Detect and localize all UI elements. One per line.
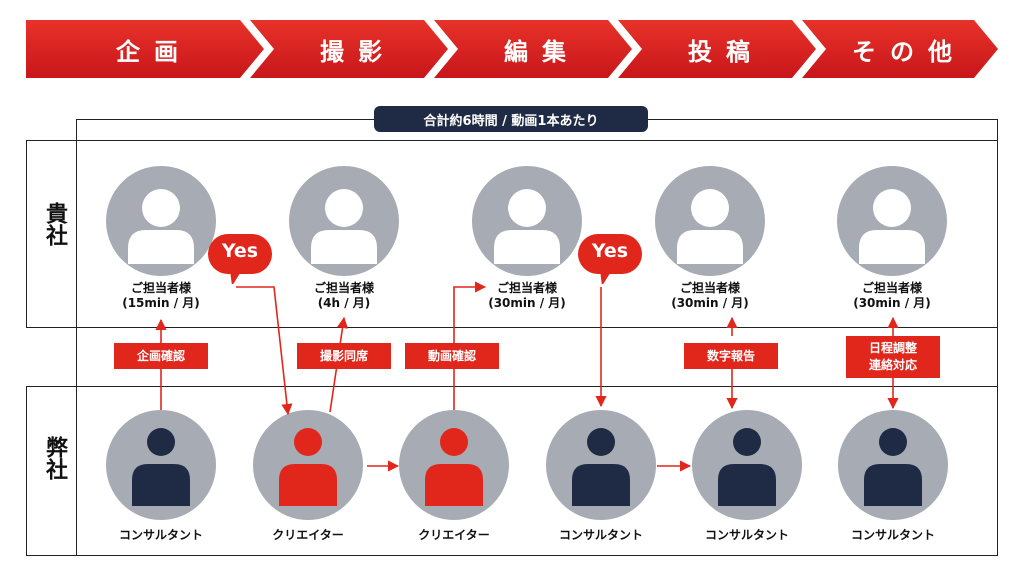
row-label-client: 貴社 bbox=[42, 202, 67, 246]
client-avatar-icon-4 bbox=[655, 166, 765, 276]
client-avatar-icon-2 bbox=[289, 166, 399, 276]
phase-chevron-1 bbox=[26, 20, 264, 78]
client-label-3: ご担当者様(30min / 月) bbox=[488, 281, 566, 310]
phase-label-3: 編集 bbox=[504, 37, 580, 66]
task-plan-confirm: 企画確認 bbox=[114, 343, 208, 369]
consultant-avatar-icon-3 bbox=[692, 410, 802, 520]
client-label-4: ご担当者様(30min / 月) bbox=[671, 281, 749, 310]
company-label-3: クリエイター bbox=[418, 528, 490, 542]
phase-label-4: 投稿 bbox=[688, 37, 764, 66]
creator-avatar-icon-1 bbox=[253, 410, 363, 520]
task-schedule-contact: 日程調整 連絡対応 bbox=[846, 336, 940, 378]
consultant-avatar-icon-4 bbox=[838, 410, 948, 520]
company-row-frame bbox=[26, 386, 998, 556]
phase-chevron-2 bbox=[250, 20, 448, 78]
company-label-2: クリエイター bbox=[272, 528, 344, 542]
consultant-avatar-icon-2 bbox=[546, 410, 656, 520]
summary-badge: 合計約6時間 / 動画1本あたり bbox=[374, 106, 648, 132]
yes-bubble-2: Yes bbox=[578, 234, 650, 284]
consultant-avatar-icon-1 bbox=[106, 410, 216, 520]
client-label-5: ご担当者様(30min / 月) bbox=[853, 281, 931, 310]
row-label-company: 弊社 bbox=[42, 436, 67, 480]
company-label-1: コンサルタント bbox=[118, 528, 203, 542]
phase-label-1: 企画 bbox=[116, 37, 192, 66]
client-label-2: ご担当者様(4h / 月) bbox=[313, 281, 374, 310]
task-number-report: 数字報告 bbox=[684, 343, 778, 369]
arrow-video-confirm bbox=[453, 281, 487, 410]
phase-chevron-4 bbox=[618, 20, 816, 78]
company-label-5: コンサルタント bbox=[704, 528, 789, 542]
phase-bar bbox=[26, 20, 998, 78]
company-label-4: コンサルタント bbox=[558, 528, 643, 542]
client-row-frame bbox=[26, 140, 998, 328]
phase-chevron-3 bbox=[434, 20, 632, 78]
phase-label-5: その他 bbox=[852, 37, 966, 66]
creator-avatar-icon-2 bbox=[399, 410, 509, 520]
task-shoot-attend: 撮影同席 bbox=[297, 343, 391, 369]
client-avatar-icon-1 bbox=[106, 166, 216, 276]
yes-bubble-1: Yes bbox=[208, 234, 280, 284]
task-video-confirm: 動画確認 bbox=[405, 343, 499, 369]
arrow-yes-to-creator bbox=[236, 286, 293, 416]
client-avatar-icon-3 bbox=[472, 166, 582, 276]
phase-label-2: 撮影 bbox=[320, 37, 396, 66]
phase-chevron-5 bbox=[802, 20, 998, 78]
client-label-1: ご担当者様(15min / 月) bbox=[122, 281, 200, 310]
client-avatar-icon-5 bbox=[837, 166, 947, 276]
company-label-6: コンサルタント bbox=[850, 528, 935, 542]
